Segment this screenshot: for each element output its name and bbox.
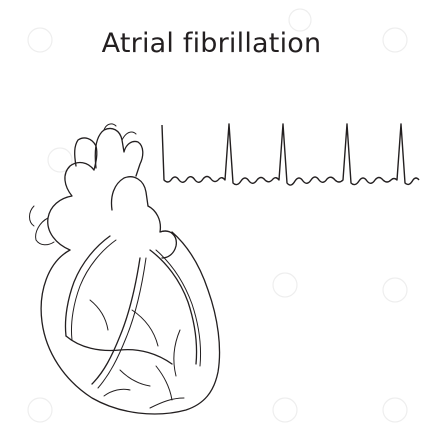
ecg-trace xyxy=(162,124,419,185)
watermark-pattern xyxy=(28,9,407,422)
anterior-coronary-artery xyxy=(92,258,140,384)
pulmonary-trunk xyxy=(112,177,149,210)
aorta-branch-2 xyxy=(122,132,136,140)
aorta xyxy=(95,128,143,176)
inferior-vena-cava xyxy=(36,218,54,245)
heart-illustration xyxy=(30,124,220,414)
right-coronary-artery-inner xyxy=(71,240,116,340)
right-atrium-outline xyxy=(48,163,94,250)
branch-vessel-5 xyxy=(104,389,130,396)
branch-vessel-1 xyxy=(132,310,158,346)
circumflex-artery-inner xyxy=(156,250,201,366)
branch-vessel-2 xyxy=(90,300,108,330)
left-pulmonary-veins xyxy=(30,206,35,226)
branch-vessel-3 xyxy=(174,330,180,376)
apex-contour xyxy=(150,398,184,408)
anterior-coronary-artery-inner xyxy=(98,258,146,388)
branch-vessel-6 xyxy=(156,366,172,400)
superior-vena-cava xyxy=(75,138,97,170)
heart-outline xyxy=(41,232,219,414)
diagram-title: Atrial fibrillation xyxy=(0,28,423,59)
branch-vessel-4 xyxy=(120,370,150,386)
circumflex-artery xyxy=(150,250,197,364)
